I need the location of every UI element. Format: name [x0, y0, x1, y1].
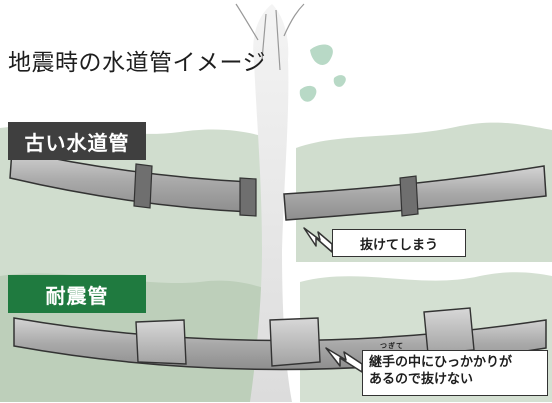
quake-resistant-pipe-label: 耐震管	[8, 275, 146, 313]
old-pipe-joint-1	[133, 163, 153, 209]
new-pipe-joint-1	[135, 319, 187, 365]
ruby-tsugite: つぎて	[380, 342, 404, 350]
old-pipe-joint-3	[399, 175, 419, 217]
old-pipe-label: 古い水道管	[8, 122, 146, 160]
callout-quake-resistant: 継手の中にひっかかりが あるので抜けない	[362, 350, 548, 396]
callout-new-arrow	[325, 347, 363, 373]
new-pipe-joint-2	[269, 317, 321, 367]
water-spray-lines	[235, 3, 305, 71]
water-drop-2	[299, 85, 317, 102]
water-spray	[250, 4, 292, 402]
water-drop-1	[310, 44, 333, 65]
old-pipe-joint-2	[239, 177, 257, 217]
callout-new-line2: あるので抜けない	[369, 372, 474, 387]
callout-old-arrow	[303, 227, 333, 253]
new-pipe-joint-3	[423, 307, 475, 355]
callout-old-pipe: 抜けてしまう	[332, 229, 466, 257]
page-title: 地震時の水道管イメージ	[8, 50, 267, 76]
water-drop-3	[333, 75, 346, 87]
callout-old-text: 抜けてしまう	[359, 237, 438, 253]
callout-new-line1: 継手の中にひっかかりが	[369, 355, 513, 370]
